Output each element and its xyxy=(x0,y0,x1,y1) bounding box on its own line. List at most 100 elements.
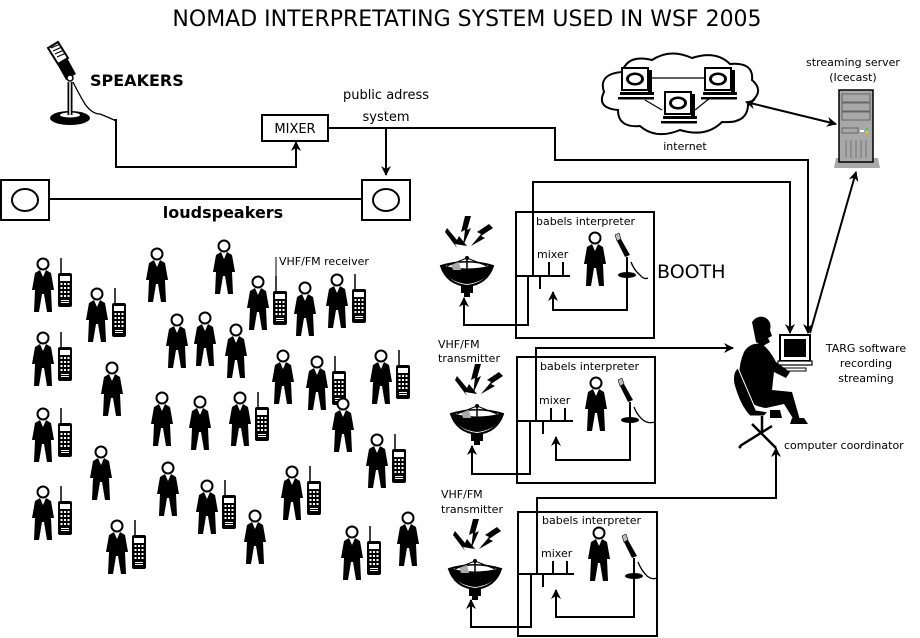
software-label-line2: recording xyxy=(840,357,892,370)
radio-receiver-icon xyxy=(272,275,288,326)
radio-receiver-icon xyxy=(57,331,73,382)
radio-receiver-icon xyxy=(306,465,322,516)
interpreter-icon xyxy=(583,231,607,287)
person-icon xyxy=(228,391,252,447)
radio-receiver-icon xyxy=(57,407,73,458)
person-icon xyxy=(31,485,55,541)
person-icon xyxy=(243,509,267,565)
person-icon xyxy=(293,281,317,337)
transmitter-label-line1: VHF/FM xyxy=(438,338,480,351)
radio-receiver-icon xyxy=(254,391,270,442)
transmitter-label-line2: transmitter xyxy=(441,503,503,516)
person-icon xyxy=(224,323,248,379)
software-label-line3: streaming xyxy=(838,372,894,385)
transmitter-label-line1: VHF/FM xyxy=(441,488,483,501)
internet-server-link xyxy=(745,99,837,127)
radio-receiver-icon xyxy=(221,479,237,530)
internet-label: internet xyxy=(663,140,707,153)
radio-receiver-icon xyxy=(395,349,411,400)
person-icon xyxy=(369,349,393,405)
booth-1: babels interpreter mixer xyxy=(515,211,655,339)
person-icon xyxy=(331,397,355,453)
person-icon xyxy=(105,519,129,575)
public-address-label-line2: system xyxy=(363,110,410,125)
person-icon xyxy=(188,395,212,451)
software-label-line1: TARG software xyxy=(825,342,907,355)
radio-receiver-icon xyxy=(131,519,147,570)
radio-receiver-icon xyxy=(366,525,382,576)
person-icon xyxy=(145,247,169,303)
person-icon xyxy=(396,511,420,567)
booth2-to-transmitter-wire xyxy=(467,421,531,475)
diagram-title: NOMAD INTERPRETATING SYSTEM USED IN WSF … xyxy=(172,7,761,32)
radio-receiver-icon xyxy=(111,287,127,338)
interpreter-icon xyxy=(587,526,611,582)
microphone-icon xyxy=(46,40,115,125)
mixer-to-coordinator-wire xyxy=(328,127,813,334)
person-icon xyxy=(31,257,55,313)
transmitter-dish-icon xyxy=(448,518,502,601)
streaming-server-label-line1: streaming server xyxy=(806,56,900,69)
person-icon xyxy=(85,287,109,343)
transmitter-dish-icon xyxy=(450,363,504,446)
transmitter-dish-icon xyxy=(440,215,494,298)
radio-receiver-icon xyxy=(391,433,407,484)
coordinator-to-server-wire xyxy=(809,171,859,334)
person-icon xyxy=(365,433,389,489)
person-icon xyxy=(89,445,113,501)
person-icon xyxy=(280,465,304,521)
booth-interpreter-label: babels interpreter xyxy=(536,215,635,228)
audience xyxy=(31,239,420,581)
radio-receiver-icon xyxy=(351,273,367,324)
booth3-to-coordinator-wire xyxy=(536,447,781,574)
microphone-icon xyxy=(617,377,640,424)
coordinator-label: computer coordinator xyxy=(784,439,904,452)
booth1-to-coordinator-wire xyxy=(532,181,795,334)
booth-label: BOOTH xyxy=(657,261,726,283)
loudspeaker-icon xyxy=(361,179,411,221)
person-icon xyxy=(31,407,55,463)
person-icon xyxy=(246,275,270,331)
mic-to-mixer-wire xyxy=(114,119,301,168)
booth-mixer-label: mixer xyxy=(541,547,573,560)
mixer-box: MIXER xyxy=(261,114,329,142)
radio-receiver-icon xyxy=(57,485,73,536)
person-icon xyxy=(305,355,329,411)
transmitter-label-line2: transmitter xyxy=(438,352,500,365)
booth2-to-coordinator-wire xyxy=(535,343,734,421)
booth-2: babels interpreter mixer xyxy=(516,356,656,484)
person-icon xyxy=(325,273,349,329)
loudspeakers-label: loudspeakers xyxy=(163,203,283,222)
person-icon xyxy=(212,239,236,295)
microphone-icon xyxy=(621,533,644,580)
booth-interpreter-label: babels interpreter xyxy=(542,514,641,527)
booth-interpreter-label: babels interpreter xyxy=(540,360,639,373)
booth1-to-transmitter-wire xyxy=(459,290,529,326)
speakers-label: SPEAKERS xyxy=(90,71,184,90)
loudspeaker-icon xyxy=(0,179,50,221)
booth3-to-transmitter-wire xyxy=(466,574,532,628)
radio-receiver-icon xyxy=(57,257,73,308)
person-icon xyxy=(340,525,364,581)
booth-mixer-label: mixer xyxy=(537,248,569,261)
server-tower-icon xyxy=(834,89,880,168)
person-icon xyxy=(165,313,189,369)
receiver-label: VHF/FM receiver xyxy=(279,255,369,268)
computer-coordinator-icon xyxy=(733,316,813,449)
mixer-label: MIXER xyxy=(274,122,315,137)
person-icon xyxy=(31,331,55,387)
cloud-network-icon xyxy=(600,52,759,136)
person-icon xyxy=(100,361,124,417)
booth-3: babels interpreter mixer xyxy=(517,511,658,637)
public-address-label-line1: public adress xyxy=(343,88,429,103)
person-icon xyxy=(271,349,295,405)
person-icon xyxy=(156,461,180,517)
microphone-icon xyxy=(614,232,637,279)
person-icon xyxy=(193,311,217,367)
booth-mixer-label: mixer xyxy=(539,394,571,407)
person-icon xyxy=(195,479,219,535)
streaming-server-label-line2: (Icecast) xyxy=(829,71,876,84)
interpreter-icon xyxy=(584,376,608,432)
person-icon xyxy=(150,391,174,447)
